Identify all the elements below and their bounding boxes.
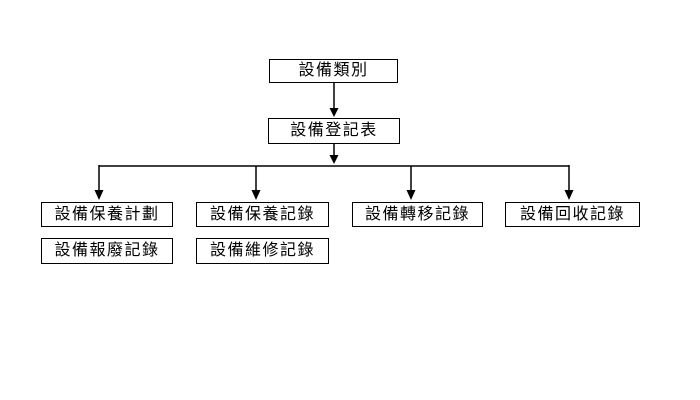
arrowhead-down-icon (406, 190, 416, 200)
connector-trunk-to-maintenance-plan (94, 165, 104, 200)
arrowhead-down-icon (251, 190, 261, 200)
node-equipment-maintenance-plan: 設備保養計劃 (41, 202, 173, 227)
connector-category-to-register (329, 83, 339, 117)
node-equipment-register-table: 設備登記表 (268, 118, 400, 144)
connector-trunk-to-recycle-record (564, 165, 574, 200)
node-equipment-transfer-record: 設備轉移記錄 (352, 202, 483, 227)
arrowhead-down-icon (94, 190, 104, 200)
node-equipment-repair-record: 設備維修記錄 (196, 238, 329, 264)
connector-register-to-trunk (329, 144, 339, 164)
arrowhead-down-icon (329, 155, 339, 164)
node-equipment-maintenance-record: 設備保養記錄 (196, 202, 329, 227)
arrowhead-down-icon (564, 190, 574, 200)
node-equipment-category: 設備類別 (269, 59, 398, 83)
connector-trunk-to-transfer-record (406, 166, 416, 200)
node-equipment-scrap-record: 設備報廢記錄 (41, 238, 173, 264)
node-equipment-recycle-record: 設備回收記錄 (505, 202, 640, 227)
connector-trunk-to-maintenance-record (251, 166, 261, 200)
arrowhead-down-icon (329, 108, 339, 117)
